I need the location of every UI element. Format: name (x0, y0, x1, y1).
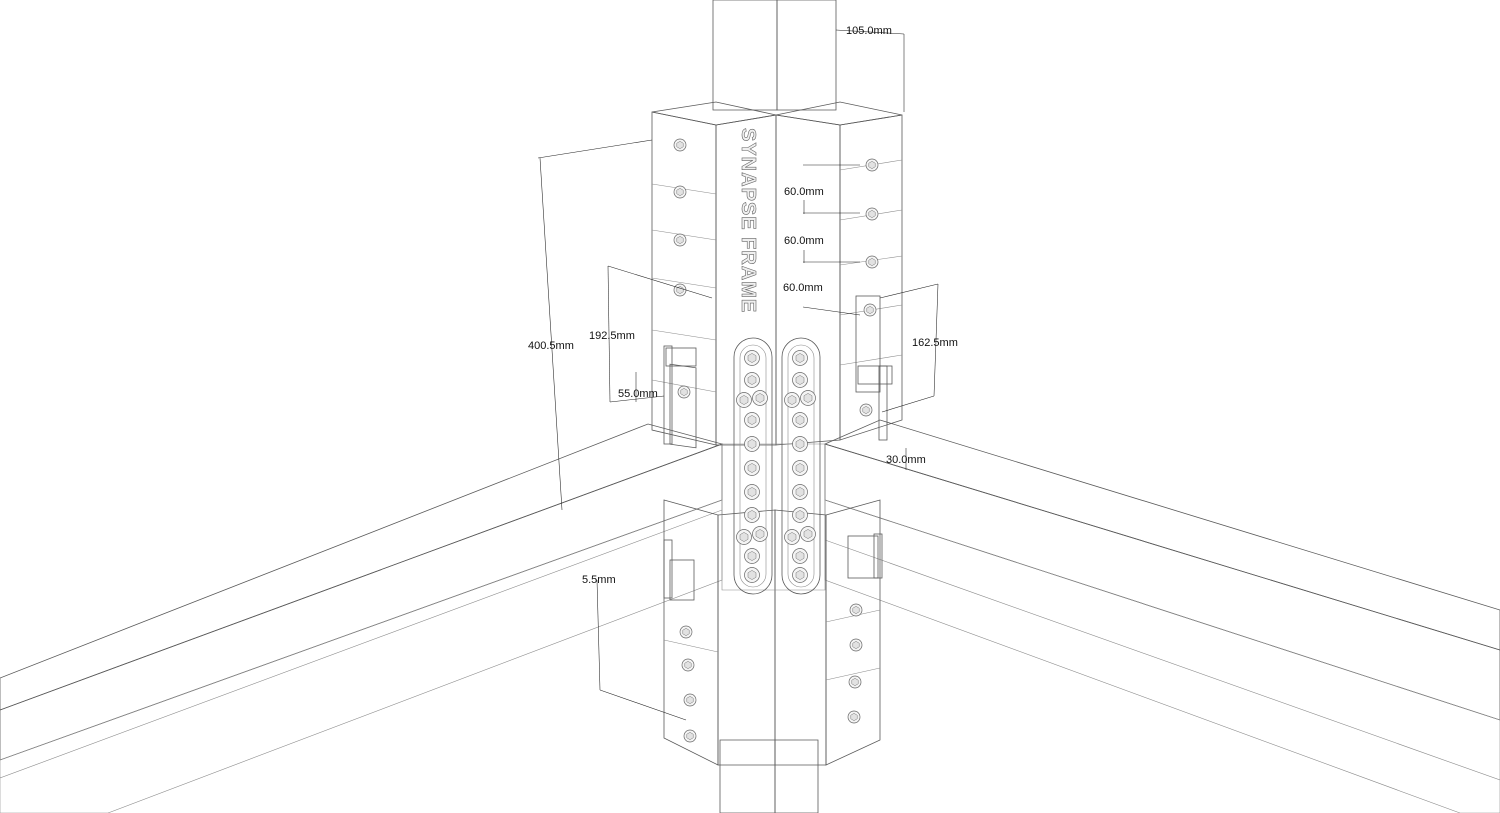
dim-right-pin-height: 162.5mm (912, 337, 958, 349)
pin-bracket-right (847, 295, 893, 579)
dim-left-pin-height: 192.5mm (589, 330, 635, 342)
dimension-labels: 105.0mm 400.5mm 60.0mm 60.0mm 60.0mm 192… (528, 25, 958, 586)
bracket-lower (663, 499, 881, 766)
dim-spacing-3: 60.0mm (783, 282, 823, 294)
dim-bracket-total: 400.5mm (528, 340, 574, 352)
dimension-lines (537, 29, 939, 721)
pin-bracket-left (663, 345, 697, 601)
dim-lower-left-partial: 5.5mm (582, 574, 616, 586)
dim-left-pin-offset: 55.0mm (618, 388, 658, 400)
slot-plate-left (733, 337, 773, 595)
left-beam (0, 423, 724, 813)
front-beam (721, 443, 826, 591)
dim-width-top: 105.0mm (846, 25, 892, 37)
dim-spacing-1: 60.0mm (784, 186, 824, 198)
dim-spacing-2: 60.0mm (784, 235, 824, 247)
slot-plate-right (781, 337, 821, 595)
plate-text: SYNAPSE FRAME (737, 128, 759, 313)
dim-right-gap: 30.0mm (886, 454, 926, 466)
center-post (712, 0, 837, 813)
right-beam (823, 419, 1500, 813)
plate-text-group: SYNAPSE FRAME (737, 128, 760, 314)
